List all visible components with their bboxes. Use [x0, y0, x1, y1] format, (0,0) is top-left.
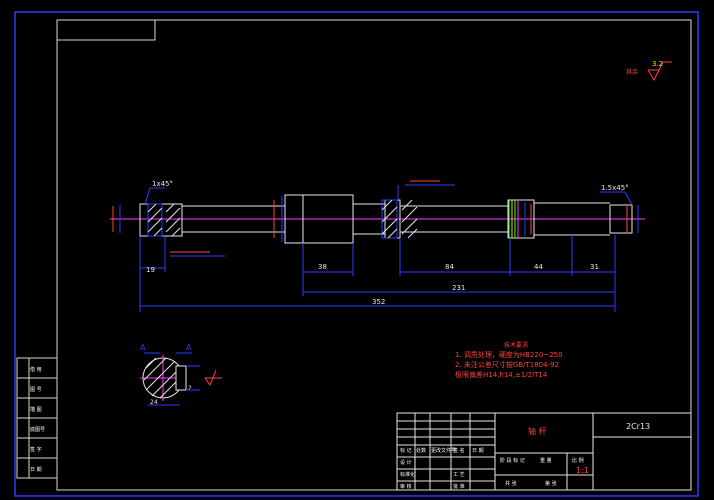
tech-title: 技术要求 — [504, 341, 528, 349]
svg-text:第 张: 第 张 — [545, 480, 557, 487]
groove-marks — [508, 200, 519, 238]
svg-text:签 名: 签 名 — [453, 447, 465, 454]
section-view-a: A A 24 2 — [140, 343, 222, 406]
dim-84: 84 — [445, 263, 454, 271]
dim-24: 24 — [150, 399, 158, 406]
roughness-symbol: 其余 3.2 — [626, 60, 672, 82]
svg-text:重 量: 重 量 — [540, 457, 552, 464]
svg-text:比 例: 比 例 — [572, 457, 584, 464]
material: 2Cr13 — [626, 422, 650, 431]
svg-text:其余: 其余 — [626, 68, 638, 76]
svg-text:共 张: 共 张 — [505, 480, 517, 487]
dim-231: 231 — [452, 284, 465, 292]
side-cell-5: 签 字 — [30, 446, 42, 453]
dim-2: 2 — [188, 385, 192, 392]
section-label-a-left: A — [140, 343, 146, 352]
title-block — [396, 412, 692, 491]
side-cell-1: 借 用 — [30, 366, 42, 373]
chamfer-left: 1x45° — [152, 180, 173, 188]
tech-note-2: 2. 未注公差尺寸按GB/T1804-92 — [455, 360, 559, 369]
diameter-notes — [112, 180, 628, 253]
technical-requirements: 技术要求 1. 调质处理，硬度为HB220~250 2. 未注公差尺寸按GB/T… — [455, 341, 563, 379]
svg-text:标准化: 标准化 — [400, 471, 415, 478]
dimension-texts: 352 231 84 44 31 38 19 1x45° 1.5x45° — [146, 180, 629, 306]
svg-text:更改文件号: 更改文件号 — [431, 447, 456, 454]
svg-text:阶 段 标 记: 阶 段 标 记 — [500, 457, 525, 464]
tech-note-3: 极限偏差H14,h14,±1/2IT14 — [455, 370, 548, 379]
part-name: 轴 杆 — [528, 426, 547, 436]
title-block-texts: 设 计 标准化 审 核 标 记 处数 更改文件号 签 名 日 期 工 艺 批 准… — [400, 447, 584, 490]
side-cell-6: 日 期 — [30, 467, 42, 473]
dim-31: 31 — [590, 263, 599, 271]
roughness-value: 3.2 — [652, 60, 663, 68]
scale: 1:1 — [576, 466, 589, 475]
svg-text:设 计: 设 计 — [400, 459, 412, 466]
svg-text:日 期: 日 期 — [472, 448, 484, 454]
dim-38: 38 — [318, 263, 327, 271]
side-cell-4: 底图号 — [30, 426, 45, 433]
code-box — [56, 19, 156, 41]
section-hatch-left — [147, 203, 181, 237]
side-table: 借 用 图 号 描 图 底图号 签 字 日 期 — [16, 357, 58, 479]
side-cell-2: 图 号 — [30, 387, 42, 393]
svg-text:工 艺: 工 艺 — [453, 472, 465, 478]
dim-44: 44 — [534, 263, 543, 271]
dim-19: 19 — [146, 266, 155, 274]
side-cell-3: 描 图 — [30, 406, 42, 413]
outer-frame — [14, 11, 699, 497]
tech-note-1: 1. 调质处理，硬度为HB220~250 — [455, 350, 563, 359]
inner-frame — [56, 19, 692, 491]
svg-text:批 准: 批 准 — [453, 483, 465, 490]
section-hatch-mid — [381, 199, 418, 239]
section-label-a-right: A — [186, 343, 192, 352]
svg-text:处数: 处数 — [416, 447, 426, 454]
svg-text:审 核: 审 核 — [400, 483, 412, 490]
dim-352: 352 — [372, 298, 385, 306]
chamfer-right: 1.5x45° — [601, 184, 629, 192]
dimension-lines — [119, 184, 639, 312]
svg-text:标 记: 标 记 — [400, 447, 412, 454]
